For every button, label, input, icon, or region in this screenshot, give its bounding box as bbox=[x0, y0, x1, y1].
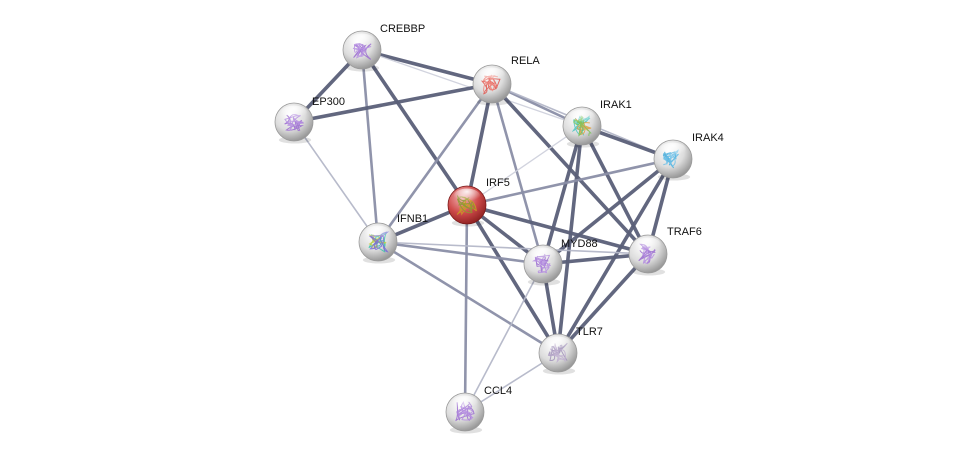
node-gloss bbox=[348, 33, 376, 50]
edge-crebbp-rela[interactable] bbox=[360, 48, 494, 86]
edge-ifnb1-traf6[interactable] bbox=[377, 241, 649, 255]
node-gloss bbox=[280, 105, 308, 122]
node-myd88[interactable] bbox=[523, 244, 563, 286]
edge-traf6-tlr7[interactable] bbox=[556, 252, 650, 355]
nodes-layer bbox=[274, 30, 693, 434]
node-label-ifnb1: IFNB1 bbox=[397, 213, 428, 225]
edge-rela-irf5[interactable] bbox=[465, 82, 494, 207]
node-label-rela: RELA bbox=[511, 55, 540, 67]
protein-structure-icon bbox=[455, 401, 475, 422]
node-gloss bbox=[544, 336, 572, 353]
node-irak4[interactable] bbox=[653, 139, 693, 181]
node-ifnb1[interactable] bbox=[358, 222, 398, 264]
node-ep300[interactable] bbox=[274, 102, 314, 144]
edge-irak1-traf6[interactable] bbox=[580, 124, 650, 256]
node-label-tlr7: TLR7 bbox=[576, 326, 603, 338]
node-gloss bbox=[659, 142, 687, 159]
node-label-traf6: TRAF6 bbox=[667, 226, 702, 238]
node-irf5[interactable] bbox=[447, 185, 487, 227]
node-crebbp[interactable] bbox=[342, 30, 382, 72]
node-label-irak4: IRAK4 bbox=[692, 132, 724, 144]
edge-rela-ifnb1[interactable] bbox=[376, 82, 494, 244]
node-gloss bbox=[568, 109, 596, 126]
node-label-irak1: IRAK1 bbox=[600, 99, 632, 111]
node-label-ccl4: CCL4 bbox=[484, 385, 512, 397]
edge-irak4-irf5[interactable] bbox=[465, 157, 675, 207]
edge-irf5-traf6[interactable] bbox=[465, 203, 650, 256]
edge-ep300-ifnb1[interactable] bbox=[293, 121, 379, 243]
node-label-myd88: MYD88 bbox=[561, 238, 598, 250]
node-rela[interactable] bbox=[472, 64, 512, 106]
edge-irak4-myd88[interactable] bbox=[541, 157, 675, 266]
edge-rela-myd88[interactable] bbox=[490, 82, 545, 266]
edge-ifnb1-tlr7[interactable] bbox=[376, 240, 560, 355]
edge-irak1-tlr7[interactable] bbox=[556, 124, 584, 355]
node-tlr7[interactable] bbox=[538, 333, 578, 375]
edge-ep300-rela[interactable] bbox=[292, 82, 494, 124]
node-gloss bbox=[453, 188, 481, 205]
node-gloss bbox=[478, 67, 506, 84]
edge-irak1-myd88[interactable] bbox=[541, 124, 584, 266]
node-gloss bbox=[529, 247, 557, 264]
node-gloss bbox=[451, 395, 479, 412]
node-label-ep300: EP300 bbox=[312, 96, 345, 108]
edge-irf5-tlr7[interactable] bbox=[465, 203, 560, 355]
edge-crebbp-irf5[interactable] bbox=[360, 48, 469, 207]
edge-ifnb1-myd88[interactable] bbox=[376, 240, 545, 266]
node-label-crebbp: CREBBP bbox=[380, 23, 425, 35]
edge-myd88-ccl4[interactable] bbox=[464, 263, 544, 413]
protein-structure-icon bbox=[456, 195, 476, 214]
edge-irf5-ccl4[interactable] bbox=[463, 203, 469, 414]
edge-irak1-irf5[interactable] bbox=[466, 125, 583, 206]
edge-crebbp-ifnb1[interactable] bbox=[360, 48, 380, 244]
node-traf6[interactable] bbox=[628, 234, 668, 276]
node-irak1[interactable] bbox=[562, 106, 602, 148]
node-ccl4[interactable] bbox=[445, 392, 485, 434]
node-label-irf5: IRF5 bbox=[486, 177, 510, 189]
node-gloss bbox=[364, 225, 392, 242]
node-gloss bbox=[634, 237, 662, 254]
